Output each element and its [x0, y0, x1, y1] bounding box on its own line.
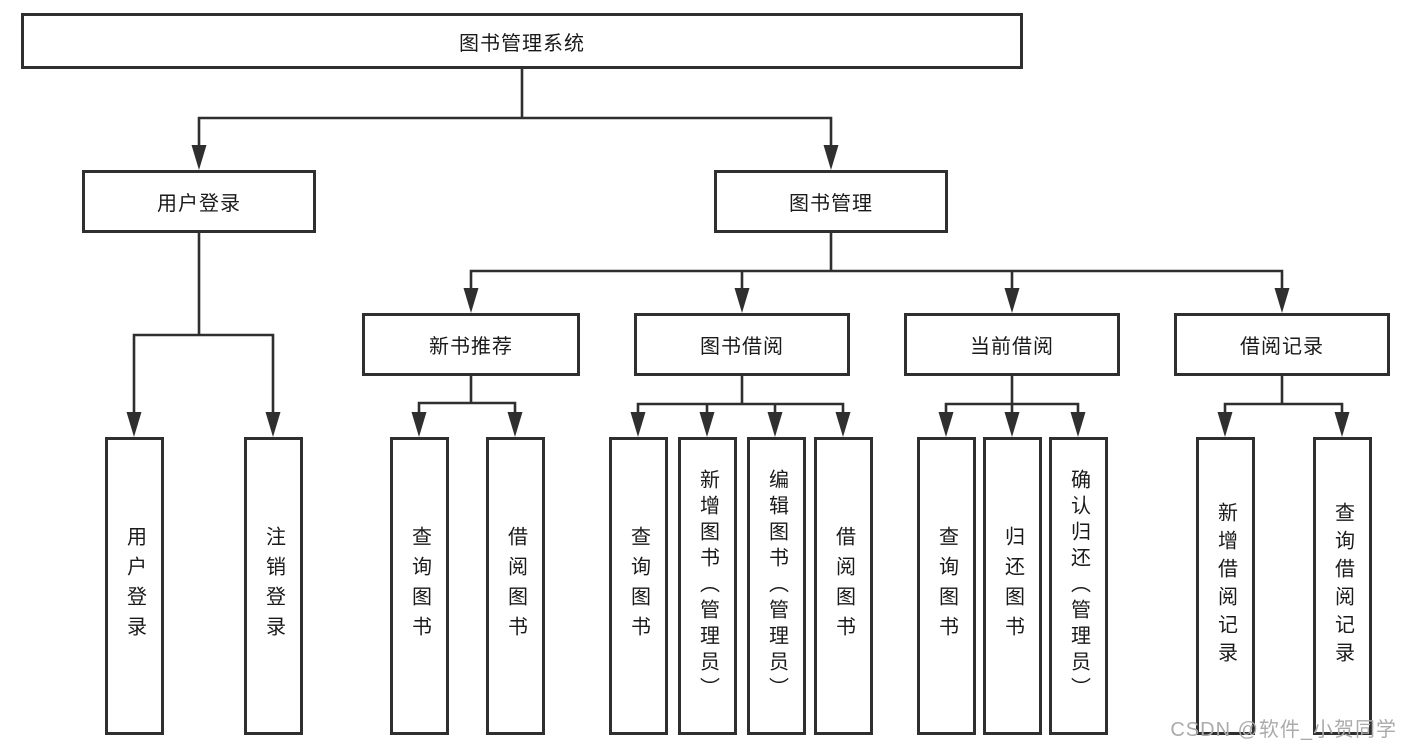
arrowhead	[411, 412, 427, 437]
arrowhead	[126, 412, 142, 437]
connector-book-mgmt-to-level3	[469, 233, 1284, 292]
arrowhead	[938, 412, 954, 437]
leaf-current-return-books: 归还图书	[983, 437, 1042, 735]
node-book-borrowing: 图书借阅	[634, 313, 850, 376]
node-new-book-recommend: 新书推荐	[362, 313, 580, 376]
leaf-user-login: 用户登录	[105, 437, 164, 735]
node-user-login: 用户登录	[82, 170, 316, 233]
connector-recommend-to-leaves	[417, 376, 517, 417]
leaf-borrowing-add-books-admin: 新增图书（管理员）	[678, 437, 737, 735]
arrowhead	[507, 412, 523, 437]
connector-user-login-to-leaves	[132, 233, 275, 417]
arrowhead	[835, 412, 851, 437]
arrowhead	[1004, 412, 1020, 437]
leaf-borrowing-borrow-books: 借阅图书	[814, 437, 873, 735]
leaf-recommend-borrow-books: 借阅图书	[486, 437, 545, 735]
node-borrowing-records: 借阅记录	[1174, 313, 1390, 376]
leaf-current-query-books: 查询图书	[917, 437, 976, 735]
node-root-library-management-system: 图书管理系统	[21, 13, 1023, 69]
leaf-borrowing-query-books: 查询图书	[609, 437, 668, 735]
leaf-recommend-query-books: 查询图书	[390, 437, 449, 735]
connector-records-to-leaves	[1223, 376, 1344, 417]
arrowhead	[699, 412, 715, 437]
arrowhead	[734, 288, 750, 313]
node-current-borrowing: 当前借阅	[904, 313, 1120, 376]
arrowhead	[1070, 412, 1086, 437]
leaf-current-confirm-return-admin: 确认归还（管理员）	[1049, 437, 1108, 735]
arrowhead	[265, 412, 281, 437]
arrowhead	[1004, 288, 1020, 313]
arrowhead	[630, 412, 646, 437]
arrowhead	[191, 145, 207, 170]
connector-root-to-level2	[197, 69, 833, 150]
connector-borrowing-to-leaves	[636, 376, 845, 417]
arrowhead	[767, 412, 783, 437]
leaf-borrowing-edit-books-admin: 编辑图书（管理员）	[747, 437, 806, 735]
connector-current-to-leaves	[944, 376, 1080, 417]
arrowhead	[1334, 412, 1350, 437]
csdn-watermark: CSDN @软件_小贺同学	[1170, 719, 1397, 741]
leaf-logout: 注销登录	[244, 437, 303, 735]
node-book-management: 图书管理	[714, 170, 948, 233]
leaf-records-add-borrow-record: 新增借阅记录	[1196, 437, 1255, 735]
arrowhead	[1274, 288, 1290, 313]
arrowhead	[463, 288, 479, 313]
leaf-records-query-borrow-record: 查询借阅记录	[1313, 437, 1372, 735]
arrowhead	[1217, 412, 1233, 437]
arrowhead	[823, 145, 839, 170]
